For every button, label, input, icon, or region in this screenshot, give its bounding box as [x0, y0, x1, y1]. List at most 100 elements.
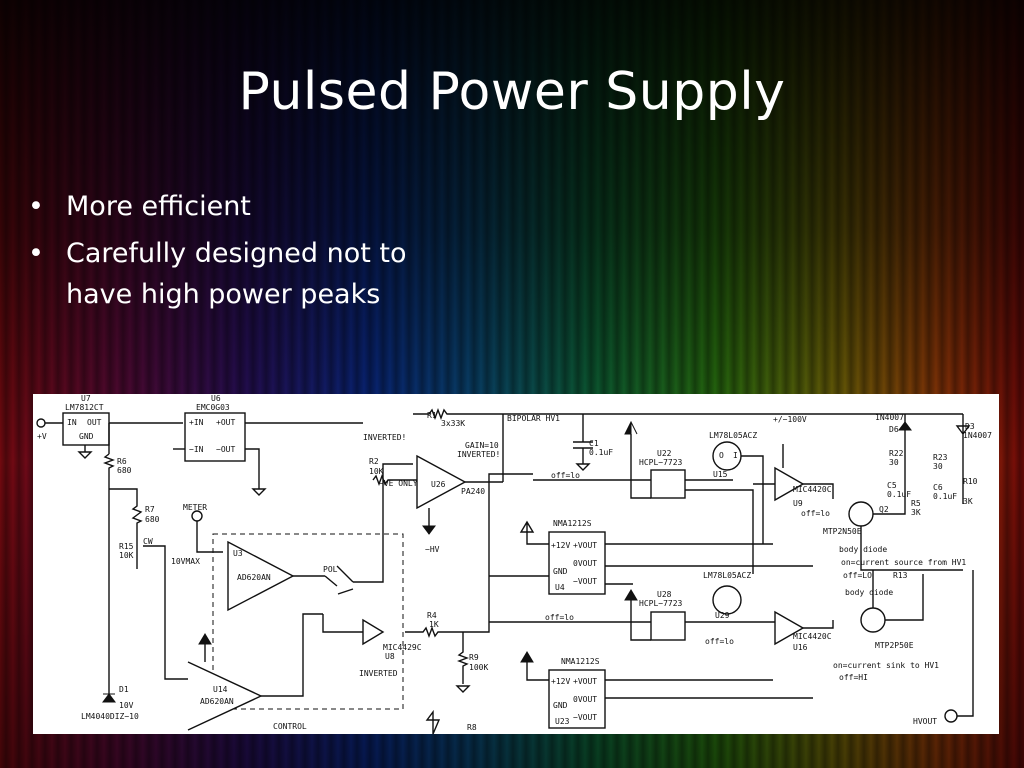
label-pvout-2: +VOUT: [573, 677, 597, 686]
amplifier-u26: [416, 454, 467, 510]
wire: [245, 422, 363, 496]
label-oncurrent-src: on=current source from HV1: [841, 558, 966, 567]
wire: [803, 620, 834, 629]
label-r1: R1: [427, 411, 437, 420]
label-hvout: HVOUT: [913, 717, 937, 726]
hv-arrow: [422, 525, 436, 535]
zener-d1: [102, 693, 116, 703]
label-u26: U26: [431, 480, 446, 489]
label-mtp2n: MTP2N50E: [823, 527, 862, 536]
label-u16: U16: [793, 643, 808, 652]
label-i1: I: [733, 451, 738, 460]
bullet-text: Carefully designed not to have high powe…: [66, 238, 407, 310]
wire: [489, 575, 633, 585]
supply-arrow: [624, 420, 638, 435]
wire: [261, 613, 323, 697]
label-p12v-1: +12V: [551, 541, 570, 550]
label-d3: D3: [965, 422, 975, 431]
label-hv: −HV: [425, 545, 440, 554]
hvout-terminal: [944, 709, 958, 723]
label-u7: U7: [81, 394, 91, 403]
label-r5: R5: [911, 499, 921, 508]
wire: [685, 455, 764, 574]
converter-u6: [184, 412, 246, 462]
bullet-text: More efficient: [66, 191, 251, 222]
label-c6v: 0.1uF: [933, 492, 957, 501]
label-ovout-2: 0VOUT: [573, 695, 597, 704]
supply-arrow: [520, 651, 534, 663]
label-r22v: 30: [889, 458, 899, 467]
label-plus-out: +OUT: [216, 418, 235, 427]
label-d1v: 10V: [119, 701, 134, 710]
label-u8: U8: [385, 652, 395, 661]
regulator-u29: [712, 585, 742, 615]
regulator-u7: [62, 412, 110, 446]
label-control: CONTROL: [273, 722, 307, 731]
converter-u4: [548, 531, 606, 595]
wire: [489, 600, 775, 641]
resistor-r1: [413, 408, 503, 420]
label-r15: R15: [119, 542, 134, 551]
label-mvout-1: −VOUT: [573, 577, 597, 586]
diode-d3: [955, 414, 971, 504]
label-pol: POL: [323, 565, 338, 574]
driver-u9: [774, 466, 805, 502]
label-c6: C6: [933, 483, 943, 492]
input-terminal: [36, 418, 46, 428]
label-plusv: +V: [37, 432, 47, 441]
label-u15: U15: [713, 470, 728, 479]
label-offlo4: off=lo: [705, 637, 734, 646]
label-r7: R7: [145, 505, 155, 514]
label-offlo3: off=lo: [545, 613, 574, 622]
mosfet-lower: [860, 607, 886, 633]
label-o1: O: [719, 451, 724, 460]
label-r22: R22: [889, 449, 904, 458]
pol-switch: [293, 565, 354, 595]
slide-title: Pulsed Power Supply: [238, 62, 786, 122]
driver-u8: [362, 618, 385, 646]
resistor-r4: [405, 473, 533, 638]
label-r9: R9: [469, 653, 479, 662]
label-p12v-2: +12V: [551, 677, 570, 686]
label-pvout-1: +VOUT: [573, 541, 597, 550]
dashed-enclosure: [212, 533, 404, 710]
label-gnd: GND: [79, 432, 94, 441]
label-pm100: +/−100V: [773, 415, 807, 424]
optocoupler-u22: [650, 469, 686, 499]
label-r8: R8: [467, 723, 477, 732]
wire: [136, 539, 188, 680]
wire: [872, 570, 924, 621]
label-r10: R10: [963, 477, 978, 486]
circuit-schematic: +V U7 LM7812CT IN OUT GND U6 EMC0G03 +IN…: [33, 394, 999, 734]
label-bipolar: BIPOLAR HV1: [507, 414, 560, 423]
converter-u23: [548, 669, 606, 729]
wire: [753, 444, 834, 499]
label-mic1: MIC4420C: [793, 485, 832, 494]
label-q2: Q2: [879, 505, 889, 514]
label-r2v: 10K: [369, 467, 384, 476]
diode-d6: [898, 421, 912, 431]
label-r15v: 10K: [119, 551, 134, 560]
label-oncurrent-sink: on=current sink to HV1: [833, 661, 939, 670]
bullet-item: • Carefully designed not to have high pow…: [28, 233, 408, 315]
label-r5v: 3K: [911, 508, 921, 517]
label-offlo2: off=lo: [801, 509, 830, 518]
wire: [519, 520, 813, 567]
resistor-r6: [103, 423, 115, 489]
label-mvout-2: −VOUT: [573, 713, 597, 722]
label-gnd2-1: GND: [553, 567, 568, 576]
label-u6: U6: [211, 394, 221, 403]
ground-symbol: [77, 445, 93, 459]
label-u28: U28: [657, 590, 672, 599]
label-pa240: PA240: [461, 487, 485, 496]
label-u23: U23: [555, 717, 570, 726]
label-inverted1: INVERTED!: [363, 433, 406, 442]
label-u22: U22: [657, 449, 672, 458]
wire: [957, 570, 974, 717]
bullet-dot: •: [28, 238, 44, 269]
label-gnd2-2: GND: [553, 701, 568, 710]
driver-u16: [774, 610, 805, 646]
supply-arrow: [198, 633, 212, 645]
label-u9: U9: [793, 499, 803, 508]
label-minus-out: −OUT: [216, 445, 235, 454]
